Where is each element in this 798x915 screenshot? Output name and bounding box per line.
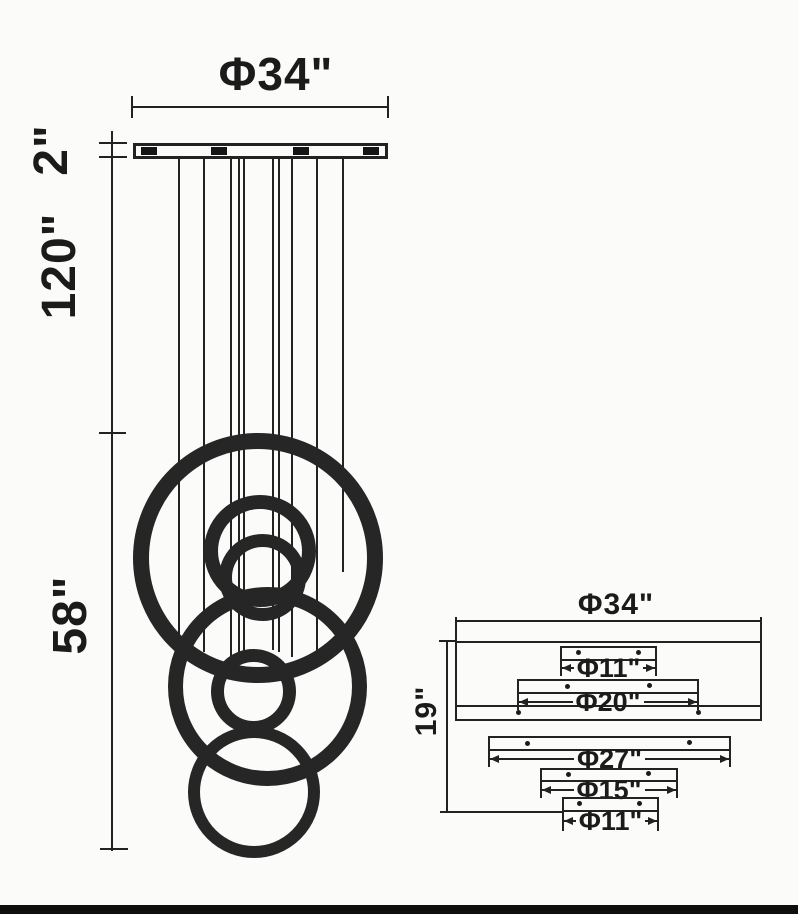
- side-bar-11in-top: [560, 646, 657, 661]
- dim-arrow-left: [542, 785, 574, 794]
- dim-tick: [100, 848, 128, 850]
- canopy-mount-block: [363, 147, 379, 155]
- bar-label: Φ27": [577, 743, 642, 774]
- side-diameter-dim-line: [456, 620, 762, 622]
- front-diameter-label: Φ34": [218, 48, 334, 100]
- bar-dot: [516, 710, 521, 715]
- suspension-wire: [203, 158, 205, 652]
- suspension-wire: [278, 158, 280, 652]
- bar-dot: [646, 771, 651, 776]
- bar-dot: [576, 650, 581, 655]
- suspension-wire: [316, 158, 318, 658]
- bar-dot: [525, 741, 530, 746]
- bottom-border-bar: [0, 905, 798, 914]
- dim-arrow-right: [645, 817, 658, 825]
- side-bar-27in: [488, 736, 731, 751]
- dim-arrow-right: [643, 697, 697, 706]
- side-bar-20in: [517, 679, 699, 694]
- dim-arrow-left: [490, 754, 574, 763]
- dim-tick: [455, 617, 457, 642]
- dim-tick: [131, 96, 133, 118]
- dim-tick: [439, 640, 457, 642]
- dim-tick: [99, 156, 127, 158]
- dim-arrow-left: [562, 664, 574, 672]
- side-diameter-label: Φ34": [577, 588, 655, 621]
- bar-dot: [647, 683, 652, 688]
- wire-drop-label: 120": [33, 212, 86, 320]
- front-diameter-dim-line: [132, 106, 388, 108]
- dim-tick: [99, 432, 126, 434]
- dim-arrow-left: [519, 697, 573, 706]
- bar-dot: [687, 740, 692, 745]
- bar-dot: [577, 801, 582, 806]
- ring-11in-lower: [211, 649, 296, 734]
- height-dim-line: [111, 131, 113, 851]
- suspension-wire: [243, 158, 245, 657]
- bar-dot: [566, 772, 571, 777]
- dim-arrow-right: [645, 754, 729, 763]
- ring-20in: [188, 726, 320, 858]
- dim-tick: [760, 617, 762, 642]
- side-height-label: 19": [410, 685, 443, 737]
- bar-dot: [696, 710, 701, 715]
- bar-label: Φ20": [575, 686, 641, 717]
- suspension-wire: [178, 158, 180, 647]
- suspension-wire: [238, 158, 240, 657]
- side-height-dim-line: [446, 641, 448, 813]
- suspension-wire: [342, 158, 344, 572]
- suspension-wire: [291, 158, 293, 657]
- dim-tick: [99, 142, 127, 144]
- dim-tick: [387, 96, 389, 118]
- bar-dot: [636, 650, 641, 655]
- bar-dim-11in-bottom: Φ11": [562, 806, 659, 836]
- bar-dot: [565, 684, 570, 689]
- dim-arrow-left: [564, 817, 576, 825]
- dim-tick: [440, 811, 563, 813]
- bar-dim-27in: Φ27": [488, 743, 731, 774]
- side-34in-bar-top-edge: [456, 705, 761, 707]
- bar-label: Φ15": [576, 774, 642, 805]
- canopy-mount-block: [141, 147, 157, 155]
- bar-label: Φ11": [576, 653, 641, 683]
- side-bar-15in: [540, 768, 678, 782]
- canopy-mount-block: [293, 147, 309, 155]
- side-outer-frame: [455, 641, 762, 721]
- suspension-wire: [272, 158, 274, 650]
- bar-dim-20in: Φ20": [517, 686, 699, 717]
- bar-label: Φ11": [578, 806, 643, 836]
- side-bar-11in-bottom: [562, 797, 659, 812]
- canopy-mount-block: [211, 147, 227, 155]
- bar-dot: [637, 801, 642, 806]
- fixture-height-label: 58": [44, 575, 97, 655]
- canopy: [133, 143, 388, 159]
- suspension-wire: [230, 158, 232, 656]
- dim-arrow-right: [644, 785, 676, 794]
- canopy-height-label: 2": [25, 124, 78, 176]
- bar-dim-11in-top: Φ11": [560, 653, 657, 683]
- dim-arrow-right: [643, 664, 656, 672]
- bar-dim-15in: Φ15": [540, 774, 678, 805]
